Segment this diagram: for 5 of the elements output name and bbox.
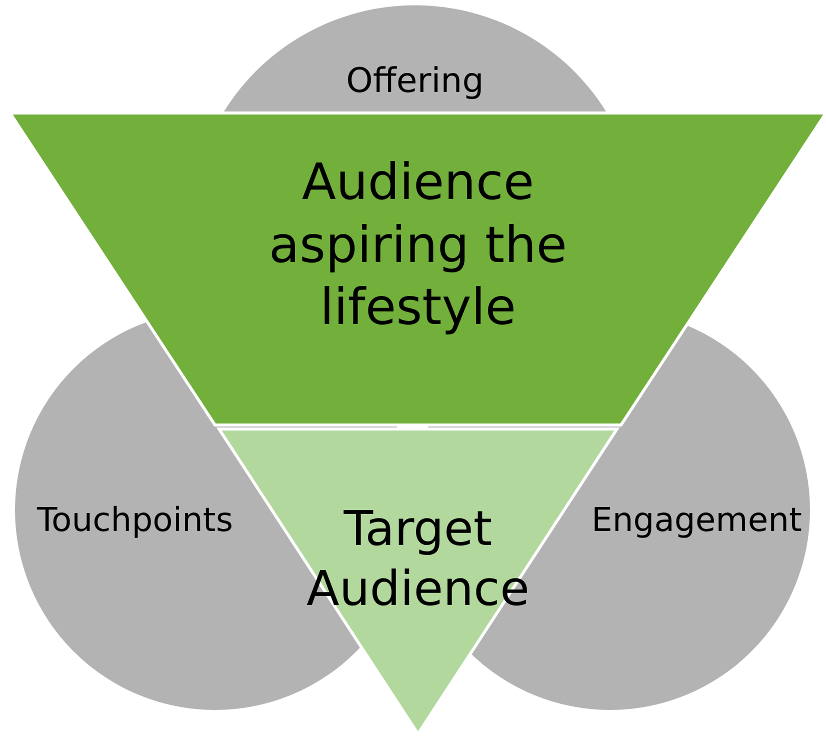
segment-label: Audience aspiring the lifestyle xyxy=(268,152,568,338)
category-label: Engagement xyxy=(590,500,802,539)
category-label: Touchpoints xyxy=(37,500,234,539)
segment-label: Target Audience xyxy=(306,500,530,619)
category-label: Offering xyxy=(345,61,485,101)
